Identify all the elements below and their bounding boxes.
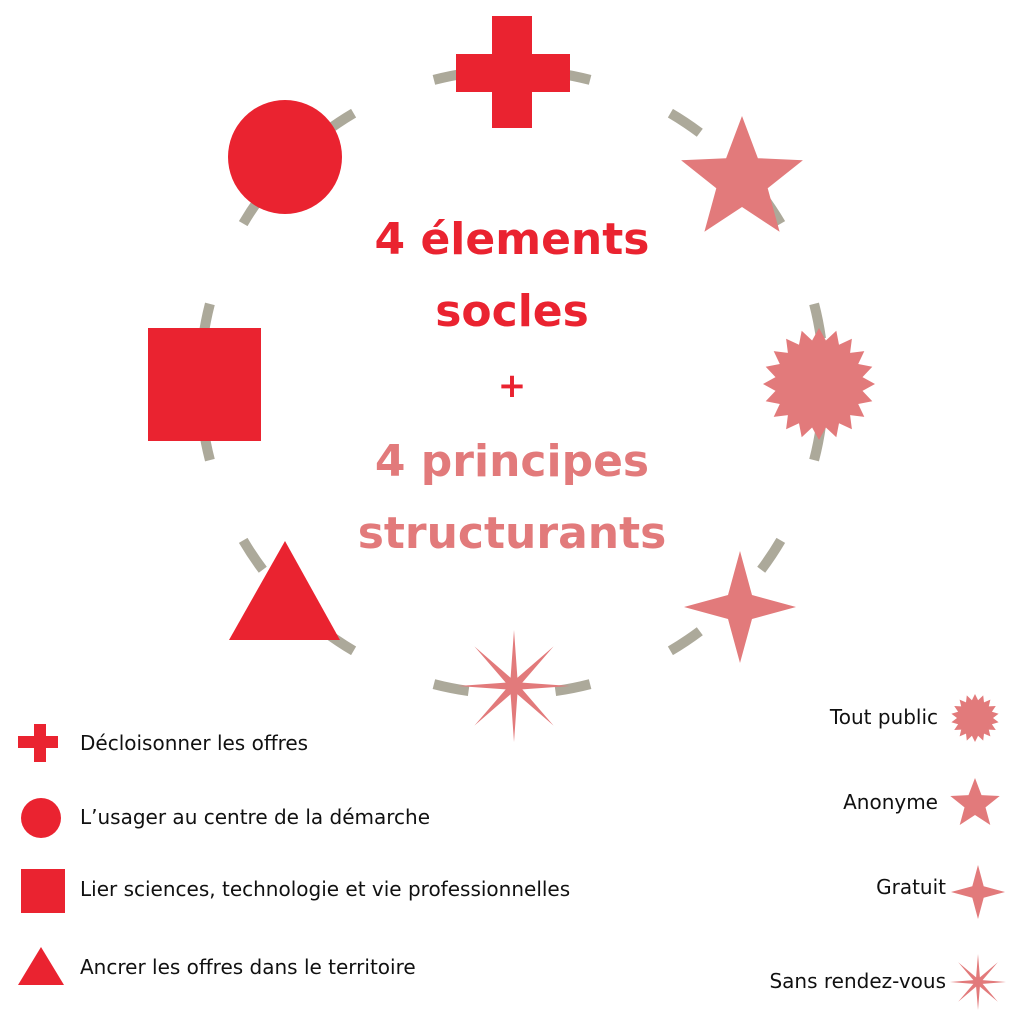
- legend-item-gratuit: Gratuit: [876, 865, 1005, 919]
- triangle-icon: [18, 947, 64, 985]
- ring-dash: [667, 627, 703, 656]
- starburst-icon: [763, 328, 875, 440]
- legend-right: Tout public Anonyme Gratuit Sans rendez-…: [769, 694, 1006, 1010]
- legend-label: Anonyme: [843, 790, 938, 814]
- legend-item-territoire: Ancrer les offres dans le territoire: [18, 947, 416, 985]
- center-title: 4 élements socles + 4 principes structur…: [358, 214, 667, 559]
- star-icon: [681, 116, 803, 232]
- title-line-principes: 4 principes: [375, 436, 649, 487]
- ring-dash: [757, 537, 786, 573]
- title-line-socles: socles: [435, 286, 589, 337]
- cross-icon: [456, 16, 570, 128]
- legend-label: Décloisonner les offres: [80, 731, 308, 755]
- title-line-elements: 4 élements: [375, 214, 650, 265]
- four-point-star-icon: [684, 551, 796, 663]
- legend-label: Tout public: [829, 705, 938, 729]
- ring-dash: [432, 679, 470, 696]
- square-icon: [21, 869, 65, 913]
- ring-dash: [667, 108, 703, 137]
- starburst-icon: [951, 694, 999, 742]
- eight-point-star-icon: [950, 954, 1006, 1010]
- legend-item-decloisonner: Décloisonner les offres: [18, 724, 308, 762]
- legend-label: Lier sciences, technologie et vie profes…: [80, 877, 570, 901]
- title-line-structurants: structurants: [358, 508, 667, 559]
- legend-item-anonyme: Anonyme: [843, 778, 1000, 825]
- triangle-icon: [229, 541, 340, 640]
- legend-label: Gratuit: [876, 875, 946, 899]
- ring-dash: [238, 537, 267, 573]
- legend-label: Ancrer les offres dans le territoire: [80, 955, 416, 979]
- four-point-star-icon: [951, 865, 1005, 919]
- legend-label: Sans rendez-vous: [769, 969, 946, 993]
- legend-item-tout-public: Tout public: [829, 694, 999, 742]
- legend-left: Décloisonner les offres L’usager au cent…: [18, 724, 570, 985]
- legend-label: L’usager au centre de la démarche: [80, 805, 430, 829]
- cross-icon: [18, 724, 58, 762]
- legend-item-usager: L’usager au centre de la démarche: [21, 798, 430, 838]
- legend-item-sans-rendez-vous: Sans rendez-vous: [769, 954, 1006, 1010]
- circle-icon: [228, 100, 342, 214]
- circle-icon: [21, 798, 61, 838]
- ring-dash: [554, 679, 592, 696]
- star-icon: [950, 778, 1000, 825]
- title-plus: +: [498, 366, 527, 406]
- ring-shapes: [148, 16, 875, 742]
- eight-point-star-icon: [458, 630, 570, 742]
- legend-item-sciences: Lier sciences, technologie et vie profes…: [21, 869, 570, 913]
- square-icon: [148, 328, 261, 441]
